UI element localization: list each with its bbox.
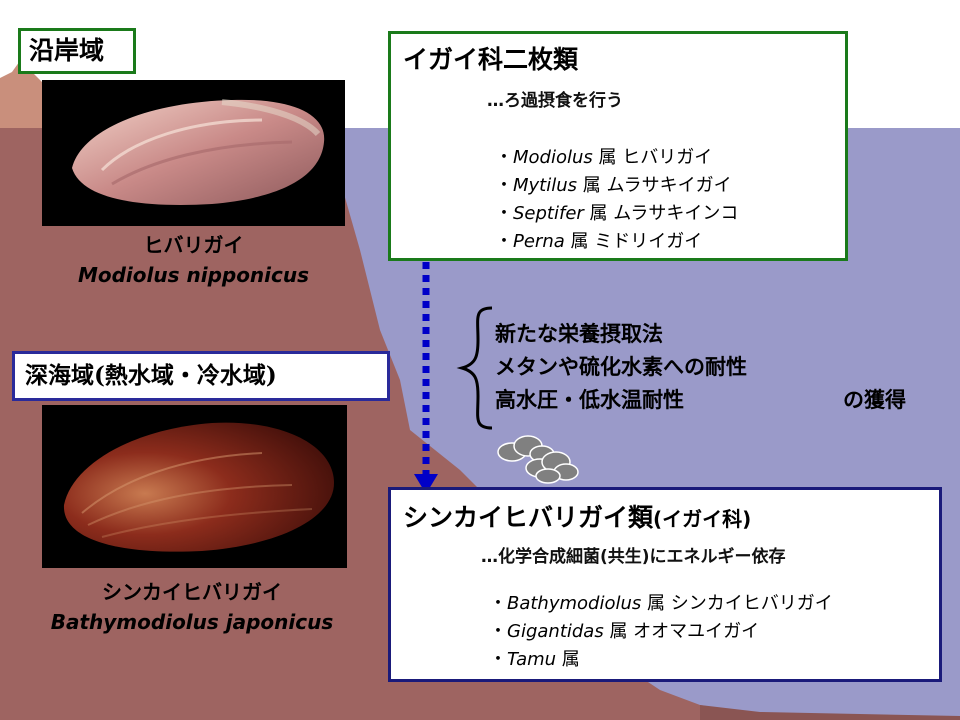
trait-toxic-tolerance: メタンや硫化水素への耐性	[495, 355, 747, 379]
mytilidae-panel-title: イガイ科二枚類	[403, 45, 579, 74]
deep-sea-species-caption: シンカイヒバリガイ Bathymodiolus japonicus	[22, 577, 362, 637]
list-item: ・Septifer 属 ムラサキインコ	[495, 203, 739, 224]
mytilidae-panel: イガイ科二枚類 …ろ過摂食を行う ・Modiolus 属 ヒバリガイ ・Myti…	[388, 31, 848, 261]
bathymodiolinae-genus-list: ・Bathymodiolus 属 シンカイヒバリガイ ・Gigantidas 属…	[489, 590, 833, 674]
coastal-species-scientific-name: Modiolus nipponicus	[77, 263, 310, 287]
curly-brace	[456, 306, 493, 430]
acquired-traits: 新たな栄養摂取法 メタンや硫化水素への耐性 高水圧・低水温耐性	[495, 318, 747, 417]
mytilidae-panel-subtitle: …ろ過摂食を行う	[487, 91, 623, 111]
mussel-photo-coastal	[42, 80, 345, 226]
list-item: ・Gigantidas 属 オオマユイガイ	[489, 621, 760, 642]
list-item: ・Mytilus 属 ムラサキイガイ	[495, 175, 732, 196]
list-item: ・Tamu 属	[489, 649, 580, 670]
deep-sea-zone-label: 深海域(熱水域・冷水域)	[12, 351, 390, 401]
coastal-shelf-light	[0, 58, 44, 128]
trait-nutrition: 新たな栄養摂取法	[495, 322, 663, 346]
mytilidae-genus-list: ・Modiolus 属 ヒバリガイ ・Mytilus 属 ムラサキイガイ ・Se…	[495, 144, 738, 256]
list-item: ・Perna 属 ミドリイガイ	[495, 231, 703, 252]
list-item: ・Bathymodiolus 属 シンカイヒバリガイ	[489, 593, 833, 614]
arrow-head	[414, 474, 438, 494]
bathymodiolinae-panel-title: シンカイヒバリガイ類(イガイ科)	[403, 503, 752, 532]
coastal-species-caption: ヒバリガイ Modiolus nipponicus	[42, 230, 345, 290]
bathymodiolinae-panel-subtitle: …化学合成細菌(共生)にエネルギー依存	[481, 547, 786, 567]
coastal-species-japanese-name: ヒバリガイ	[143, 233, 244, 257]
mussel-photo-deep-sea	[42, 405, 347, 568]
list-item: ・Modiolus 属 ヒバリガイ	[495, 147, 713, 168]
smoke-cloud-icon	[497, 435, 579, 484]
deep-sea-species-japanese-name: シンカイヒバリガイ	[102, 580, 282, 604]
bathymodiolinae-panel: シンカイヒバリガイ類(イガイ科) …化学合成細菌(共生)にエネルギー依存 ・Ba…	[388, 487, 942, 682]
deep-sea-species-scientific-name: Bathymodiolus japonicus	[50, 610, 334, 634]
seabed-shadow	[700, 705, 960, 720]
trait-pressure-temperature: 高水圧・低水温耐性	[495, 388, 684, 412]
coastal-zone-label: 沿岸域	[18, 28, 136, 74]
acquisition-suffix: の獲得	[843, 388, 906, 412]
seabed-slope	[0, 118, 960, 720]
